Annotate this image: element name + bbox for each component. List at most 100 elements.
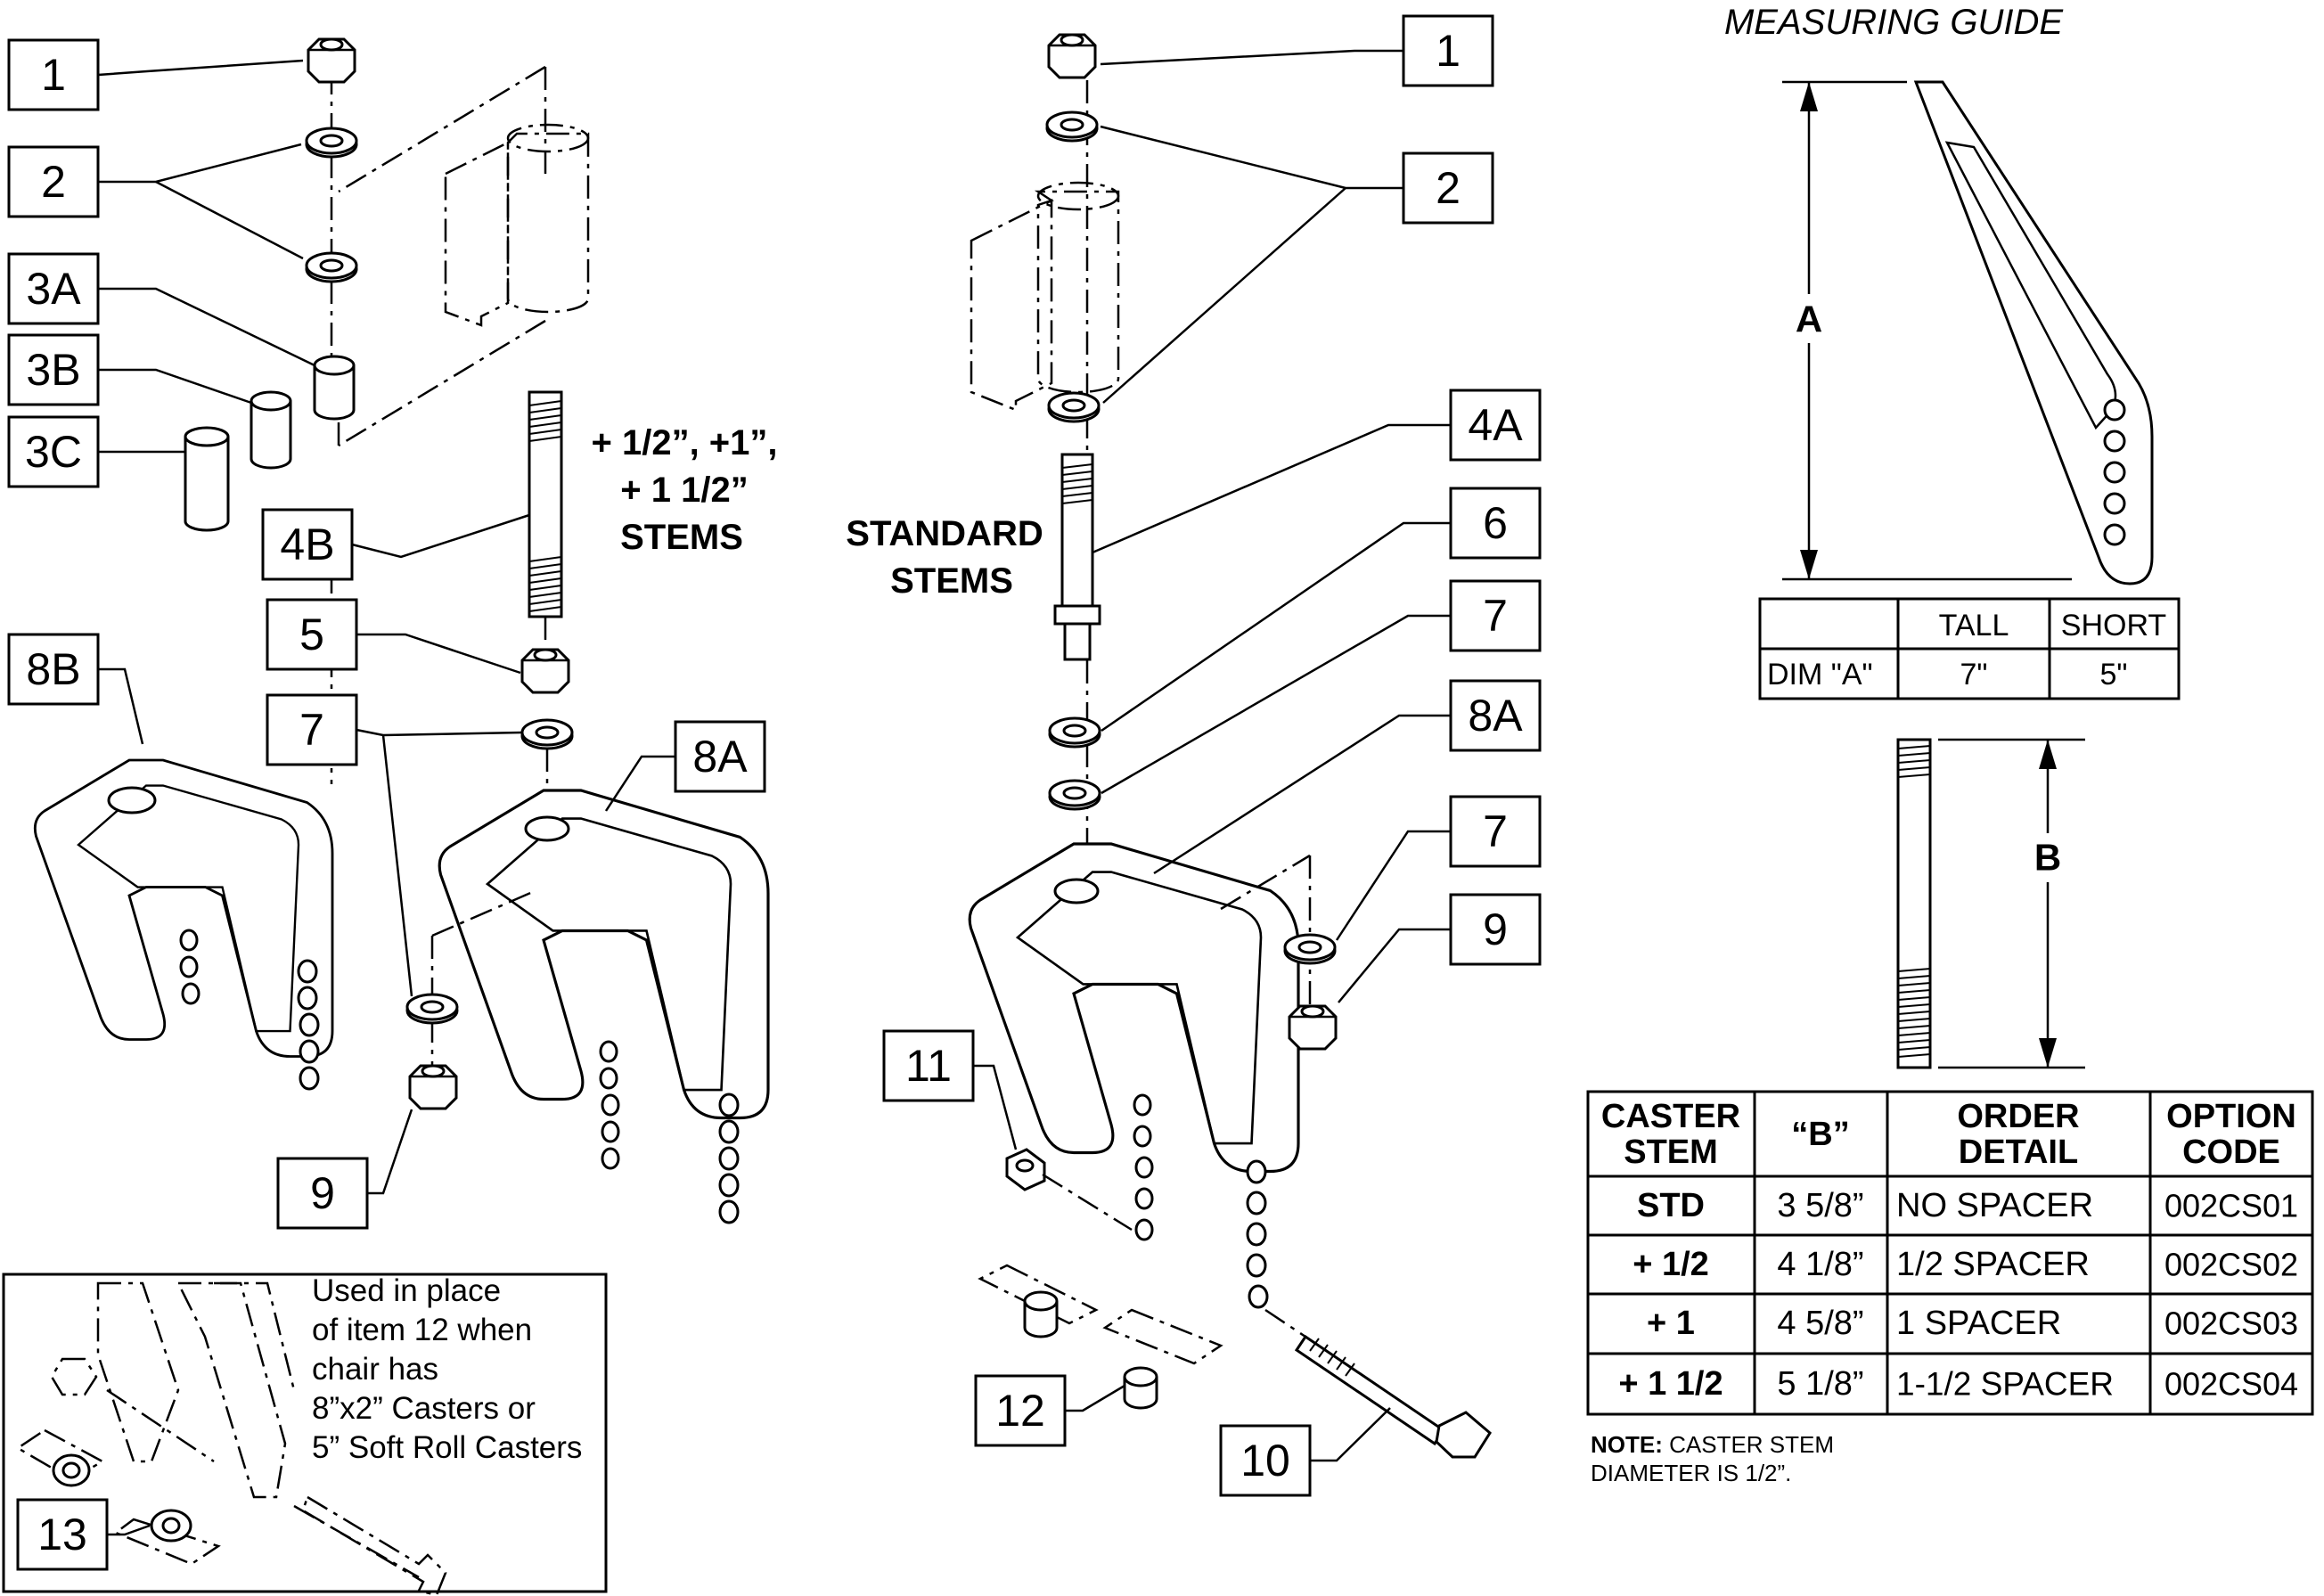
caster-stem-table: CASTER STEM “B” ORDER DETAIL OPTION CODE…: [1586, 1090, 2314, 1416]
svg-text:1: 1: [41, 50, 66, 100]
measuring-guide-title: MEASURING GUIDE: [1724, 3, 2064, 42]
svg-text:STEM: STEM: [1624, 1134, 1718, 1171]
svg-text:STANDARD: STANDARD: [846, 514, 1043, 553]
svg-text:STEMS: STEMS: [890, 561, 1013, 601]
svg-text:2: 2: [41, 157, 66, 207]
svg-text:NOTE: CASTER STEM: NOTE: CASTER STEM: [1591, 1431, 1834, 1458]
svg-text:9: 9: [1483, 904, 1508, 954]
svg-text:8A: 8A: [1468, 691, 1523, 741]
svg-text:10: 10: [1240, 1436, 1290, 1486]
washer-part: [1047, 391, 1101, 423]
callout-7-mid-a: 7: [1101, 579, 1542, 795]
washer-part: [1048, 716, 1101, 749]
svg-text:1 SPACER: 1 SPACER: [1896, 1305, 2061, 1342]
svg-text:6: 6: [1483, 498, 1508, 548]
fork-8b-holes: [179, 929, 320, 1091]
standard-stem-4a-part: [1053, 453, 1101, 661]
callout-7-left: 7: [266, 693, 523, 997]
fork-8b-part: [33, 758, 334, 1058]
svg-text:“B”: “B”: [1791, 1116, 1849, 1153]
svg-text:3 5/8”: 3 5/8”: [1777, 1187, 1863, 1224]
svg-text:STD: STD: [1637, 1187, 1705, 1224]
svg-text:chair has: chair has: [312, 1352, 438, 1387]
svg-text:9: 9: [310, 1168, 335, 1218]
callout-3c: 3C: [7, 415, 185, 488]
svg-text:OPTION: OPTION: [2166, 1098, 2296, 1135]
svg-text:002CS02: 002CS02: [2164, 1247, 2298, 1283]
svg-text:+ 1/2: + 1/2: [1633, 1246, 1709, 1283]
callout-11: 11: [882, 1029, 1018, 1150]
callout-2-mid: 2: [1100, 125, 1494, 404]
fork-8a-holes: [599, 1040, 740, 1224]
hex-nut-part: [1288, 1004, 1338, 1051]
svg-text:DIM "A": DIM "A": [1767, 658, 1873, 692]
svg-text:CODE: CODE: [2182, 1134, 2280, 1171]
washer-part: [1045, 110, 1099, 143]
svg-text:7": 7": [1960, 658, 1988, 692]
callout-6: 6: [1101, 487, 1542, 733]
washer-part: [405, 993, 459, 1025]
bolt-10-part: [1294, 1334, 1492, 1459]
threaded-stem-4b-part: [528, 390, 563, 618]
svg-text:SHORT: SHORT: [2061, 609, 2166, 642]
callout-1-mid: 1: [1100, 14, 1494, 87]
callout-3b: 3B: [7, 333, 252, 406]
callout-4a: 4A: [1092, 389, 1542, 554]
callout-10: 10: [1219, 1407, 1391, 1497]
dimension-a: A: [1782, 80, 2072, 581]
hex-nut-part: [408, 1064, 458, 1110]
svg-text:+ 1 1/2: + 1 1/2: [1618, 1365, 1723, 1403]
svg-text:3B: 3B: [26, 345, 80, 395]
svg-text:1-1/2 SPACER: 1-1/2 SPACER: [1896, 1366, 2114, 1403]
washer-part: [520, 718, 574, 750]
washer-part: [305, 251, 358, 283]
caster-stem-note: NOTE: CASTER STEM DIAMETER IS 1/2”.: [1591, 1431, 1834, 1486]
svg-text:DIAMETER IS 1/2”.: DIAMETER IS 1/2”.: [1591, 1460, 1791, 1486]
callout-12: 12: [974, 1374, 1125, 1447]
svg-text:11: 11: [905, 1041, 952, 1091]
measure-fork-outline: [1913, 80, 2154, 585]
svg-text:ORDER: ORDER: [1957, 1098, 2079, 1135]
svg-text:CASTER: CASTER: [1601, 1098, 1740, 1135]
spacer-12b-part: [1123, 1366, 1158, 1410]
svg-text:A: A: [1796, 299, 1822, 340]
measure-stem-b: B: [1896, 738, 2085, 1069]
washer-part: [1283, 933, 1337, 965]
spacer-3c-part: [184, 426, 230, 532]
svg-text:8”x2” Casters or: 8”x2” Casters or: [312, 1391, 536, 1426]
svg-text:2: 2: [1436, 163, 1461, 213]
svg-text:5 1/8”: 5 1/8”: [1777, 1365, 1863, 1403]
svg-text:8A: 8A: [692, 732, 748, 782]
svg-text:STEMS: STEMS: [620, 518, 743, 557]
washer-part: [305, 127, 358, 159]
stem-housing-ghost: [970, 181, 1120, 412]
svg-text:4B: 4B: [280, 520, 334, 569]
hex-nut-part: [520, 648, 570, 694]
svg-text:7: 7: [1483, 591, 1508, 641]
svg-text:3C: 3C: [25, 427, 82, 477]
svg-text:+ 1 1/2”: + 1 1/2”: [620, 471, 748, 510]
svg-text:DETAIL: DETAIL: [1959, 1134, 2078, 1171]
svg-text:5: 5: [299, 610, 324, 659]
spacer-3a-part: [313, 355, 356, 421]
standard-stems-label: STANDARD STEMS: [846, 514, 1043, 601]
inset-item-13: Used in place of item 12 when chair has …: [2, 1273, 608, 1596]
washer-part: [1048, 779, 1101, 811]
callout-1-left: 1: [7, 38, 304, 111]
svg-text:4 1/8”: 4 1/8”: [1777, 1246, 1863, 1283]
svg-text:7: 7: [299, 705, 324, 755]
callout-8b: 8B: [7, 633, 144, 745]
svg-text:5": 5": [2100, 658, 2128, 692]
svg-text:002CS04: 002CS04: [2164, 1366, 2298, 1403]
fork-8a-holes: [1133, 1093, 1269, 1309]
svg-text:4 5/8”: 4 5/8”: [1777, 1305, 1863, 1342]
svg-text:002CS01: 002CS01: [2164, 1188, 2298, 1224]
svg-text:Used in place: Used in place: [312, 1273, 501, 1308]
spacer-12a-part: [1023, 1290, 1059, 1338]
svg-text:12: 12: [995, 1386, 1045, 1436]
svg-text:5” Soft Roll Casters: 5” Soft Roll Casters: [312, 1430, 582, 1465]
callout-2-left: 2: [7, 143, 304, 260]
svg-text:+ 1: + 1: [1647, 1305, 1695, 1342]
svg-text:8B: 8B: [26, 644, 80, 694]
